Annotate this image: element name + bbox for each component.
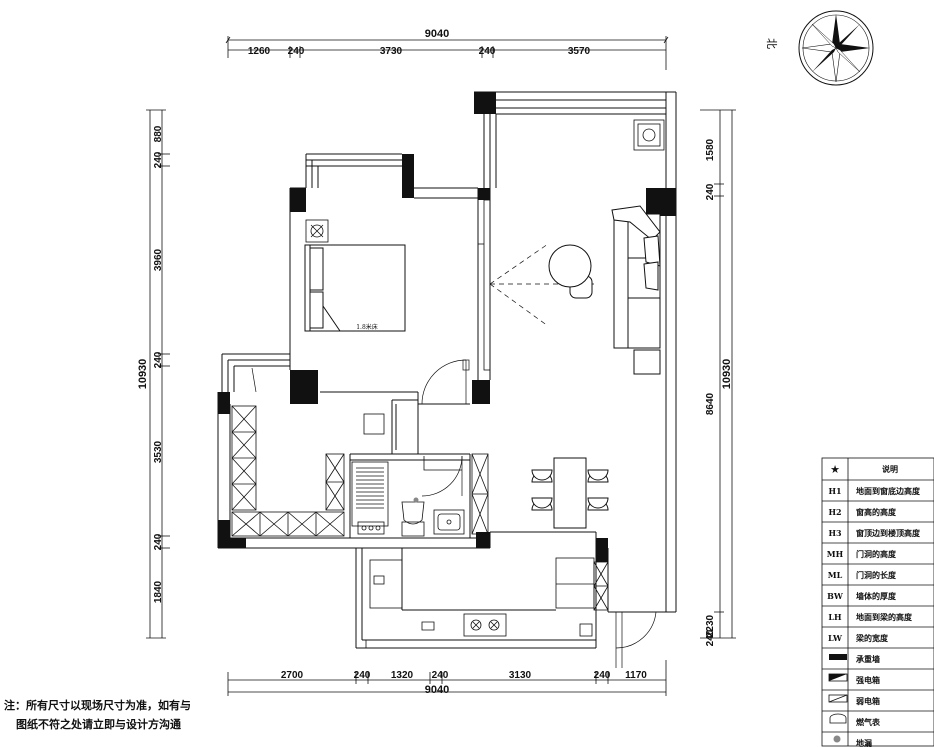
left-dim-5: 3530 <box>153 440 164 463</box>
wardrobe-door <box>478 199 491 371</box>
legend-text-1: 窗高的高度 <box>856 507 897 517</box>
top-dim-4: 240 <box>479 46 496 57</box>
legend-text-8: 承重墙 <box>856 654 880 664</box>
top-dim-5: 3570 <box>568 46 591 57</box>
power-box-icon <box>828 673 848 682</box>
bottom-dim-5: 3130 <box>509 670 532 681</box>
legend-text-7: 梁的宽度 <box>855 633 889 643</box>
right-dim-3: 8640 <box>705 392 716 415</box>
legend-code-4: ML <box>828 570 843 580</box>
legend-text-5: 墙体的厚度 <box>856 591 897 601</box>
legend-text-6: 地面到梁的高度 <box>856 612 913 622</box>
legend-table <box>821 457 934 747</box>
legend-code-6: LH <box>828 612 842 622</box>
left-dim-1: 880 <box>153 125 164 142</box>
top-dim-2: 240 <box>288 46 305 57</box>
bottom-dim-1: 2700 <box>281 670 304 681</box>
bottom-dim-4: 240 <box>432 670 449 681</box>
legend-code-5: BW <box>827 591 844 601</box>
right-dim-4: 2230 <box>705 614 716 637</box>
legend-text-0: 地面到窗底边高度 <box>856 486 921 496</box>
general-note: 注：所有尺寸以现场尺寸为准，如有与 图纸不符之处请立即与设计方沟通 <box>4 696 244 734</box>
top-dim-3: 3730 <box>380 46 403 57</box>
gas-meter-icon <box>829 713 847 724</box>
legend-text-3: 门洞的高度 <box>856 549 897 559</box>
top-total-dim: 9040 <box>425 28 449 40</box>
left-total-dim: 10930 <box>137 359 149 390</box>
wall-sconce-icon <box>633 119 665 151</box>
sofa <box>611 205 661 375</box>
bottom-dim-7: 1170 <box>625 670 647 681</box>
tv-sight-lines <box>489 243 596 327</box>
legend-header-text: 说明 <box>882 464 898 474</box>
ceiling-fan-icon <box>305 219 329 243</box>
legend-code-0: H1 <box>828 486 841 496</box>
note-line-2: 图纸不符之处请立即与设计方沟通 <box>16 718 181 731</box>
coffee-table <box>548 244 593 299</box>
weak-box-icon <box>828 694 848 703</box>
note-line-1: 注：所有尺寸以现场尺寸为准，如有与 <box>4 699 191 712</box>
legend-text-9: 强电箱 <box>856 675 880 685</box>
compass-north-label: 北 <box>765 38 778 49</box>
dining-set <box>531 457 609 529</box>
legend-text-4: 门洞的长度 <box>856 570 897 580</box>
legend-header-symbol: ★ <box>830 463 840 476</box>
bottom-dim-2: 240 <box>354 670 371 681</box>
right-dim-5: 240 <box>705 629 716 646</box>
door-swings <box>251 359 657 668</box>
compass-rose-icon <box>798 10 874 86</box>
left-dim-6: 240 <box>153 533 164 550</box>
legend-text-10: 弱电箱 <box>856 696 880 706</box>
kitchen-fixtures <box>365 557 609 648</box>
storage-cabinets <box>231 405 385 537</box>
legend-code-1: H2 <box>828 507 841 517</box>
legend-code-7: LW <box>828 633 843 643</box>
legend-text-12: 地漏 <box>856 738 872 747</box>
left-dimension-chain <box>146 109 170 639</box>
left-dim-4: 240 <box>153 351 164 368</box>
right-dim-1: 1580 <box>705 138 716 161</box>
bed-label: 1.8米床 <box>356 323 378 331</box>
legend-text-11: 燃气表 <box>856 717 881 727</box>
bottom-dim-3: 1320 <box>391 670 414 681</box>
floor-drain-icon <box>413 497 419 503</box>
left-dim-7: 1840 <box>153 580 164 603</box>
left-dim-2: 240 <box>153 151 164 168</box>
structural-columns <box>218 92 676 562</box>
bottom-dim-6: 240 <box>594 670 611 681</box>
top-dim-1: 1260 <box>248 46 271 57</box>
bed <box>304 244 406 332</box>
right-dim-2: 240 <box>705 183 716 200</box>
legend-text-2: 窗顶边到楼顶高度 <box>856 528 921 538</box>
bathroom-fixtures <box>351 453 489 537</box>
wall-outlines <box>217 91 677 649</box>
bearing-wall-icon <box>829 654 847 660</box>
top-dimension-chain <box>225 36 669 70</box>
right-dimension-chain <box>700 109 736 639</box>
legend-code-3: MH <box>827 549 844 559</box>
floor-drain-legend-icon <box>833 735 841 743</box>
right-total-dim: 10930 <box>721 359 733 390</box>
bottom-total-dim: 9040 <box>425 684 449 696</box>
legend-code-2: H3 <box>828 528 842 538</box>
bottom-dimension-chain <box>227 660 667 696</box>
left-dim-3: 3960 <box>153 248 164 271</box>
